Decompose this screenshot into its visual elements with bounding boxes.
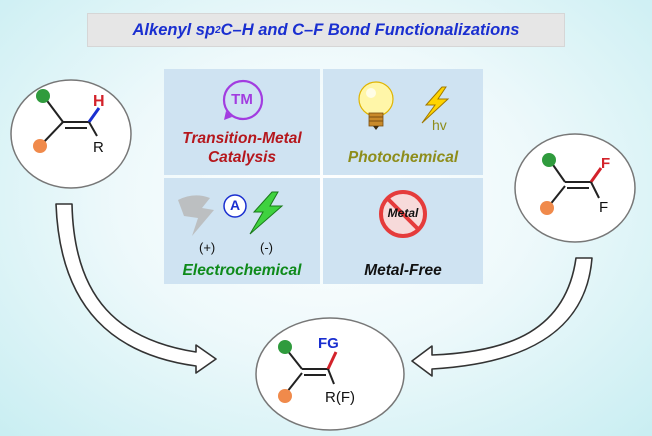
minus-label: (-) — [260, 240, 273, 255]
quadrant-transition-metal: TM Transition-Metal Catalysis — [164, 69, 320, 175]
electrochemical-icon — [178, 191, 284, 236]
tm-badge: TM — [231, 91, 253, 108]
hv-label: hv — [432, 117, 447, 133]
no-metal-sign-icon — [379, 190, 427, 238]
atom-r: R — [93, 139, 104, 156]
atom-r-f: R(F) — [325, 389, 355, 406]
tm-cycle-icon — [222, 79, 264, 121]
quadrant-photochemical: hv Photochemical — [323, 69, 483, 175]
anode-badge: A — [229, 197, 241, 213]
right-curved-arrow — [411, 257, 593, 377]
electrochemical-label: Electrochemical — [182, 262, 302, 279]
quadrant-metal-free: Metal Metal-Free — [323, 178, 483, 284]
transition-metal-label-line2: Catalysis — [207, 149, 277, 166]
quadrant-electrochemical: A (+) (-) Electrochemical — [164, 178, 320, 284]
title-main: Alkenyl sp — [132, 20, 216, 39]
atom-h: H — [93, 93, 105, 110]
metal-free-label: Metal-Free — [364, 262, 442, 279]
photochemical-label: Photochemical — [347, 149, 459, 166]
left-curved-arrow — [55, 203, 217, 374]
atom-f-top: F — [601, 155, 610, 172]
metal-sign-text: Metal — [387, 206, 419, 220]
atom-fg: FG — [318, 335, 339, 352]
title-rest: C–H and C–F Bond Functionalizations — [220, 20, 520, 39]
light-bulb-icon — [358, 81, 394, 130]
plus-label: (+) — [199, 240, 216, 255]
transition-metal-label-line1: Transition-Metal — [182, 130, 302, 147]
lightning-bolt-icon — [421, 86, 450, 124]
title-superscript: 2 — [215, 24, 221, 36]
molecule-product: FG R(F) — [255, 317, 405, 431]
molecule-right-gem-difluoro: F F — [514, 133, 636, 243]
molecule-left-alkene-ch: H R — [10, 79, 132, 189]
atom-f-bottom: F — [599, 199, 608, 216]
